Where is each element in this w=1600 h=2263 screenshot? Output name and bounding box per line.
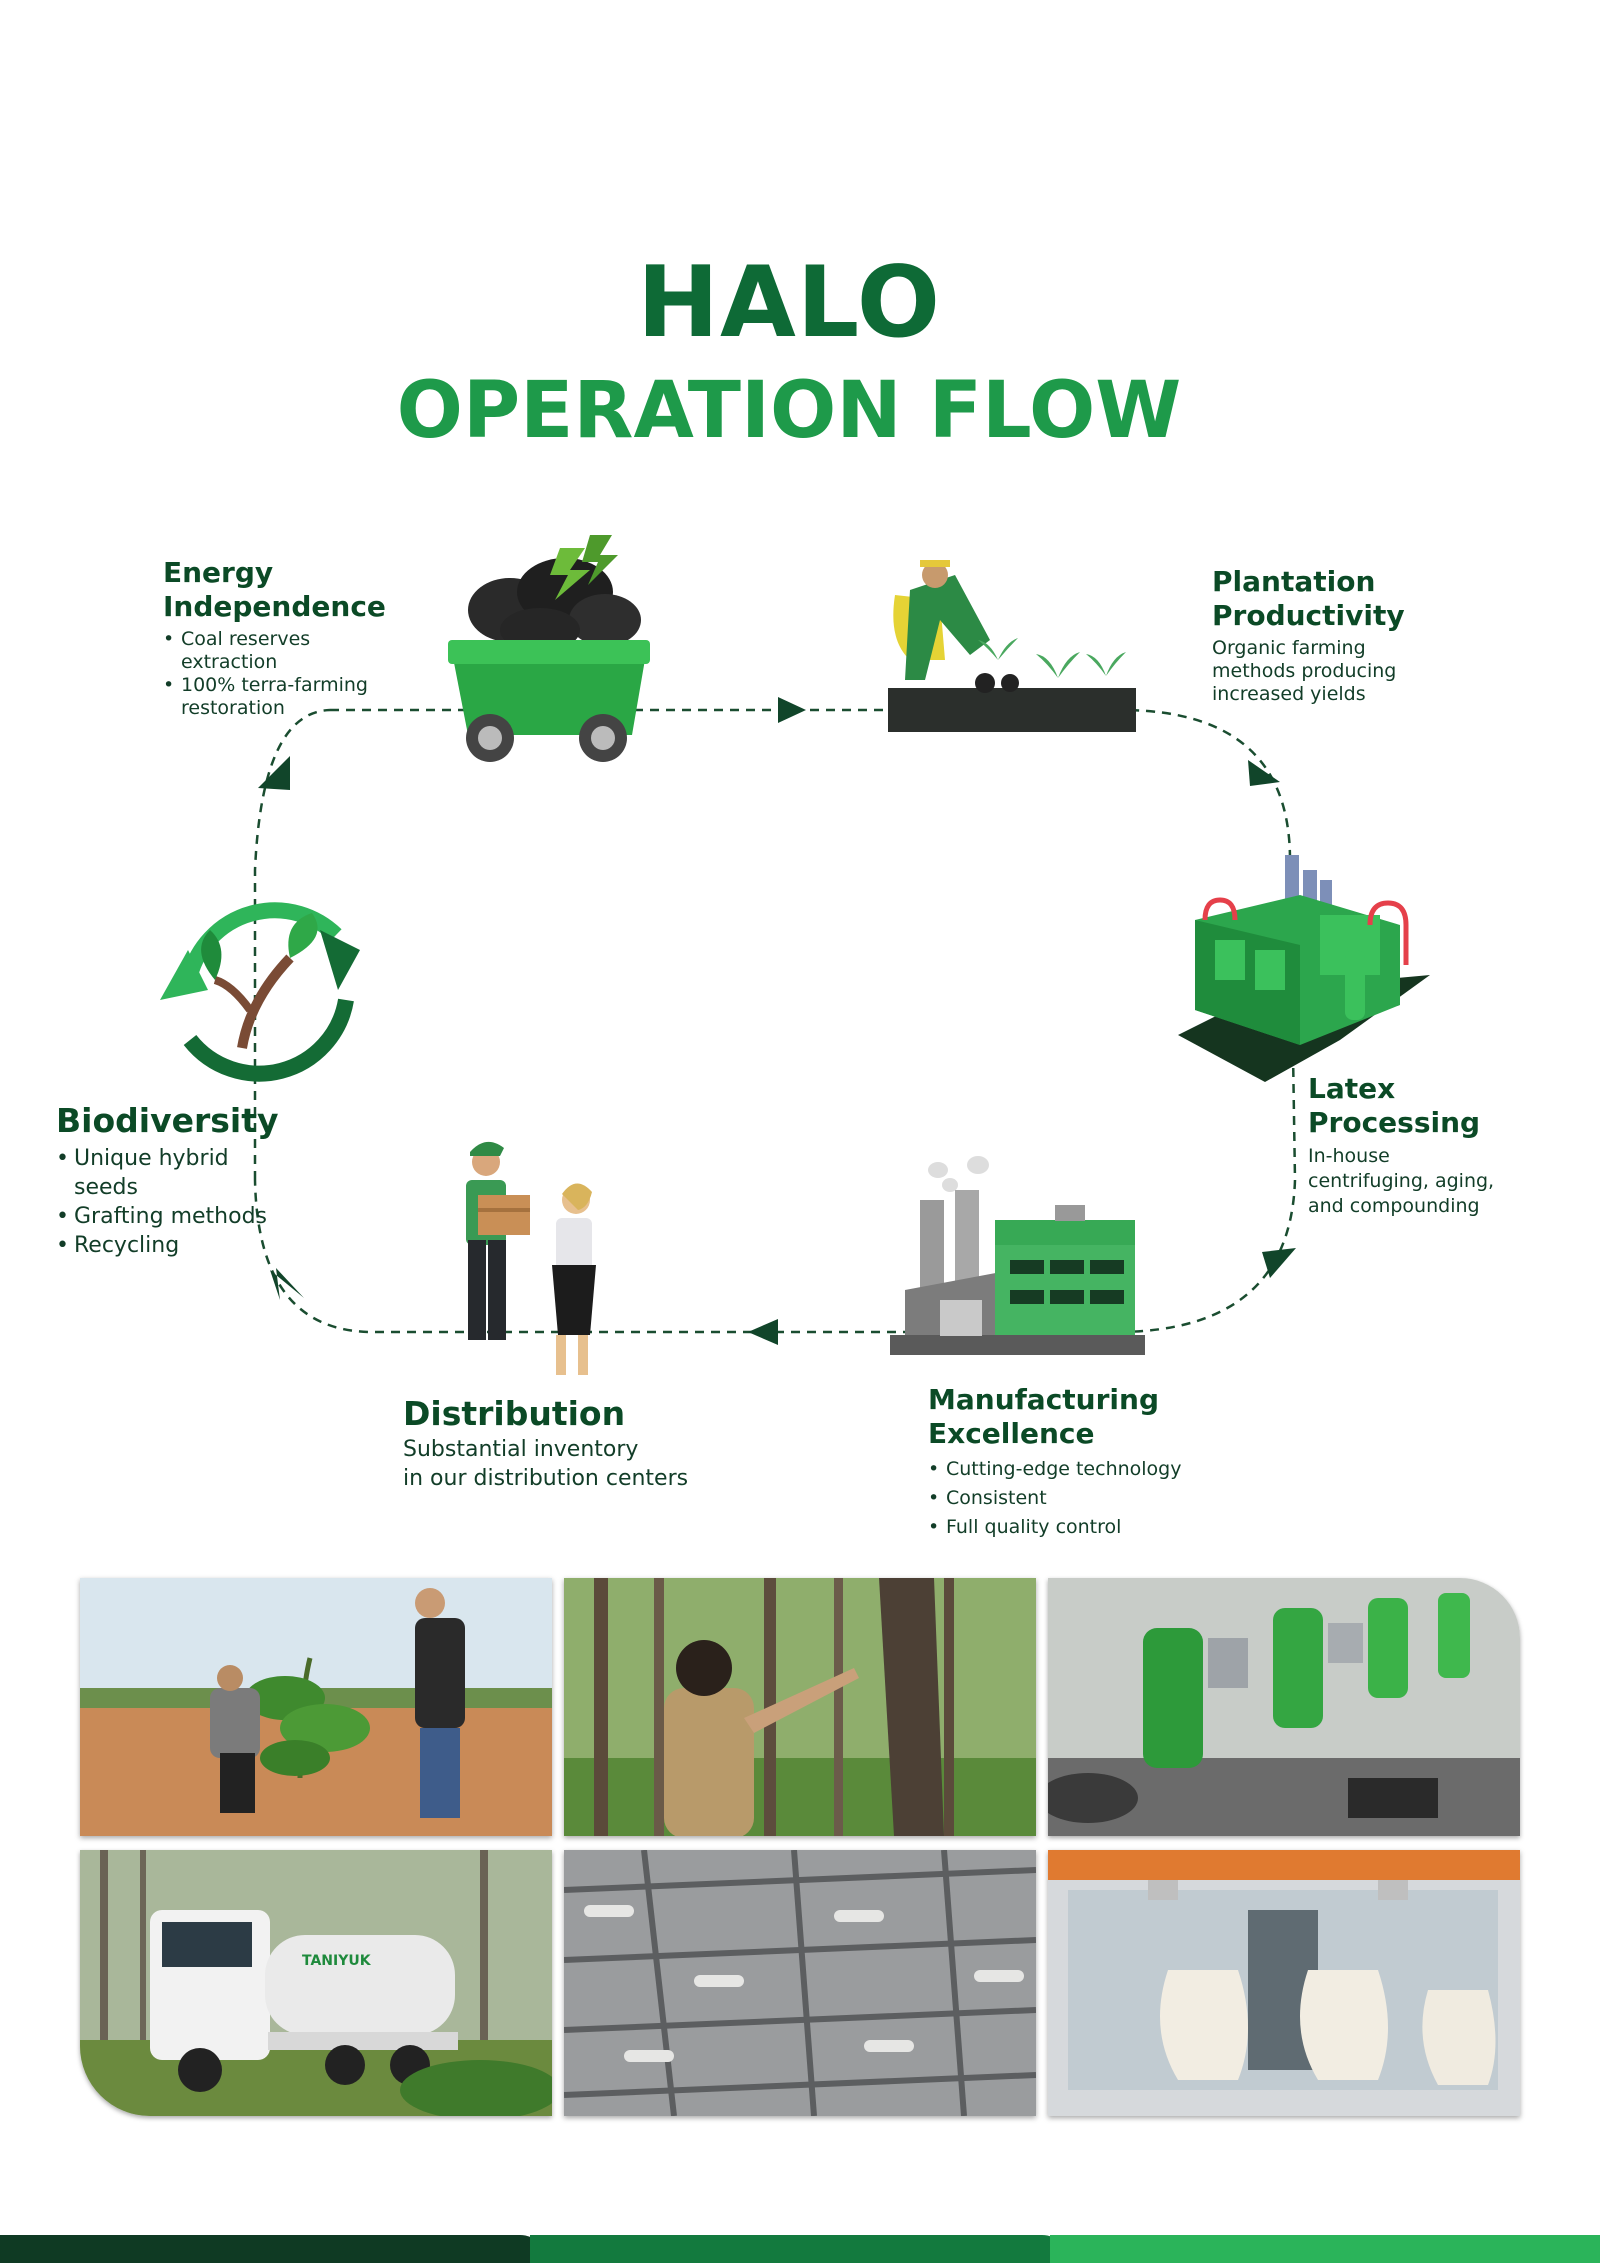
latex-processing-block: Latex Processing In-house centrifuging, … [1308,1072,1548,1219]
page-subtitle: OPERATION FLOW [396,366,1182,456]
latex-title-line2: Processing [1308,1106,1481,1139]
energy-independence-block: Energy Independence Coal reservesextract… [163,556,423,720]
footer-bar-dark [0,2235,548,2263]
sprout-cycle-icon [160,902,360,1082]
manufacturing-item: Full quality control [928,1513,1248,1542]
plantation-productivity-block: Plantation Productivity Organic farming … [1212,565,1472,706]
factory-plant-icon [1178,855,1430,1082]
photo-grid: TANIYUK [80,1578,1520,2116]
distribution-line: in our distribution centers [403,1466,689,1491]
plantation-title-line2: Productivity [1212,599,1405,632]
footer-bar-light [1050,2235,1600,2263]
latex-line: centrifuging, aging, [1308,1170,1495,1192]
flow-arrow-bottom [748,1319,778,1345]
manufacturing-excellence-block: Manufacturing Excellence Cutting-edge te… [928,1383,1248,1542]
flow-arrow-top [778,697,806,723]
plantation-line: methods producing [1212,660,1397,682]
distribution-block: Distribution Substantial inventory in ou… [403,1395,743,1493]
distribution-line: Substantial inventory [403,1437,639,1462]
farmer-planting-icon [888,560,1136,732]
footer-bar-mid [530,2235,1070,2263]
operation-flow-diagram [160,535,1430,1375]
tanker-truck-photo: TANIYUK [80,1850,552,2116]
manufacturing-building-icon [890,1156,1145,1355]
plantation-line: Organic farming [1212,637,1366,659]
planting-photo [80,1578,552,1836]
biodiversity-item: Recycling [56,1231,316,1260]
latex-line: and compounding [1308,1195,1480,1217]
biodiversity-title: Biodiversity [56,1101,279,1140]
glove-production-line-photo [564,1850,1036,2116]
latex-centrifuge-photo [1048,1578,1520,1836]
package-handover-icon [466,1141,596,1375]
rubber-tapping-photo [564,1578,1036,1836]
distribution-title: Distribution [403,1394,626,1433]
manufacturing-title-line2: Excellence [928,1417,1095,1450]
flow-arrow-top-right [1248,760,1280,786]
plantation-line: increased yields [1212,683,1366,705]
plantation-title-line1: Plantation [1212,565,1376,598]
flow-loop-path [253,708,1297,1334]
manufacturing-title-line1: Manufacturing [928,1383,1159,1416]
biodiversity-item: Grafting methods [56,1202,316,1231]
glove-molds-photo [1048,1850,1520,2116]
truck-label: TANIYUK [302,1953,372,1969]
flow-arrow-left-upper [258,756,290,790]
latex-title-line1: Latex [1308,1072,1396,1105]
manufacturing-item: Consistent [928,1484,1248,1513]
flow-arrow-right-lower [1262,1248,1296,1278]
coal-cart-icon [448,535,650,762]
energy-title-line2: Independence [163,590,386,623]
latex-line: In-house [1308,1145,1390,1167]
energy-title-line1: Energy [163,556,274,589]
manufacturing-item: Cutting-edge technology [928,1455,1248,1484]
flow-arrow-bottom-left [270,1268,304,1300]
page-title: HALO [636,246,942,360]
